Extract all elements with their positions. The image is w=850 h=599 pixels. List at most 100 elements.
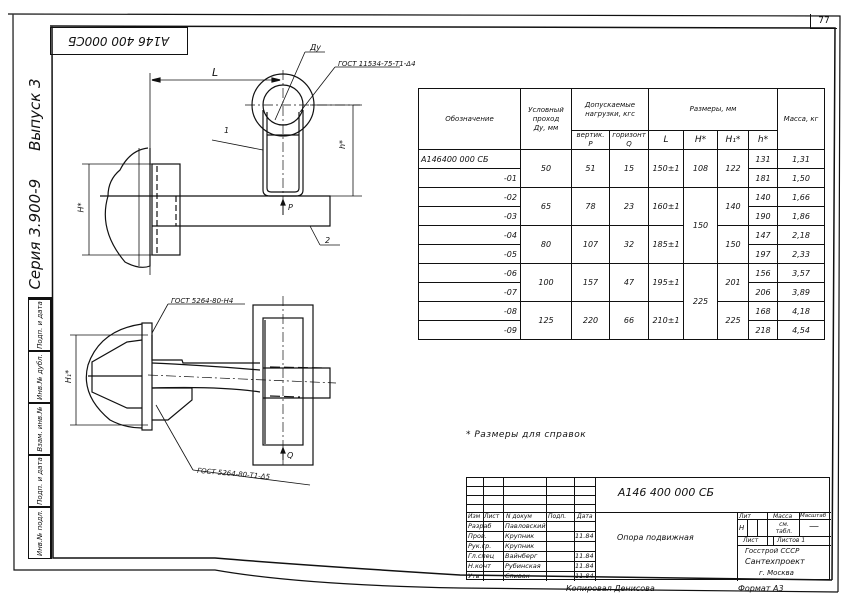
- side-strip: Инв.№ подл. Подп. и дата Взам. инв.№ Инв…: [28, 297, 52, 559]
- designation-cell: А146400 000 СБ: [418, 149, 521, 169]
- dim-H1-label: H₁*: [64, 369, 74, 384]
- vert-load-cell: 107: [571, 225, 610, 264]
- header-vert: вертик.P: [571, 130, 610, 150]
- h-cell: 147: [748, 225, 778, 245]
- person-date: 11.84: [575, 532, 594, 540]
- H1-cell: 140: [717, 187, 749, 226]
- header-designation: Обозначение: [418, 88, 521, 150]
- lit-label: Лит: [739, 513, 751, 520]
- mass-cell: 4,18: [777, 301, 825, 321]
- stamp-code: А146 400 000СБ: [68, 34, 170, 48]
- mass-cell: 2,18: [777, 225, 825, 245]
- issue-text: Выпуск 3: [26, 78, 44, 151]
- dim-H-label: H*: [76, 202, 86, 213]
- org-line-2: Сантехпроект: [745, 557, 805, 566]
- col-header-change: Изм: [468, 513, 481, 520]
- sheets-label: Листов 1: [777, 537, 806, 544]
- H-cell: 225: [683, 263, 718, 340]
- mass-label: Масса: [773, 513, 793, 520]
- mass-cell: 4,54: [777, 320, 825, 340]
- mass-cell: 2,33: [777, 244, 825, 264]
- strip-label: Подп. и дата: [35, 301, 44, 349]
- strip-label: Инв.№ дубл.: [35, 354, 44, 400]
- L-cell: 185±1: [648, 225, 684, 264]
- page-number: 77: [810, 14, 837, 29]
- header-H: H*: [683, 130, 718, 150]
- header-vert-sym: P: [588, 140, 593, 148]
- designation-cell: -09: [418, 320, 521, 340]
- h-cell: 197: [748, 244, 778, 264]
- horiz-load-cell: 66: [609, 301, 649, 340]
- org-line-1: Госстрой СССР: [745, 547, 800, 555]
- designation-cell: -07: [418, 282, 521, 302]
- org-line-3: г. Москва: [759, 569, 794, 577]
- header-horiz-sym: Q: [626, 140, 632, 148]
- designation-cell: -03: [418, 206, 521, 226]
- h-cell: 168: [748, 301, 778, 321]
- designation-cell: -06: [418, 263, 521, 283]
- person-date: 11.84: [575, 562, 594, 570]
- col-header-sign: Подп.: [548, 513, 567, 520]
- header-bore-unit: Ду, мм: [533, 123, 559, 132]
- header-H1: H₁*: [717, 130, 749, 150]
- part-2-label: 2: [325, 236, 331, 245]
- sheet-label: Лист: [743, 537, 759, 544]
- designation-cell: -05: [418, 244, 521, 264]
- bore-cell: 125: [520, 301, 572, 340]
- header-bore-title: Условный проход: [528, 105, 564, 123]
- header-mass: Масса, кг: [777, 88, 825, 150]
- inverted-stamp: А146 400 000СБ: [50, 27, 188, 55]
- top-view: [82, 51, 400, 275]
- scale-value: —: [809, 521, 819, 532]
- H-cell: 108: [683, 149, 718, 188]
- weld-top-label: ГОСТ 11534-75-Т1-Δ4: [338, 60, 416, 68]
- horiz-load-cell: 32: [609, 225, 649, 264]
- bore-cell: 50: [520, 149, 572, 188]
- scale-label: Масштаб: [800, 513, 827, 519]
- person-name: Вайнберг: [505, 552, 538, 560]
- mass-cell: 1,86: [777, 206, 825, 226]
- person-role: Н.конт: [468, 562, 491, 570]
- person-name: Павловский: [505, 522, 546, 530]
- header-h: h*: [748, 130, 778, 150]
- horiz-load-cell: 23: [609, 187, 649, 226]
- outer-frame: [7, 13, 841, 593]
- strip-label: Взам. инв.№: [35, 406, 44, 452]
- mass-cell: 3,89: [777, 282, 825, 302]
- person-name: Рубинская: [505, 562, 541, 570]
- bore-cell: 65: [520, 187, 572, 226]
- h-cell: 140: [748, 187, 778, 207]
- person-date: 11.84: [575, 552, 594, 560]
- H1-cell: 201: [717, 263, 749, 302]
- dim-du-label: Ду: [310, 43, 321, 52]
- mass-value: см. табл.: [775, 521, 793, 535]
- h-cell: 181: [748, 168, 778, 188]
- horiz-load-cell: 47: [609, 263, 649, 302]
- part-1-label: 1: [224, 126, 230, 135]
- vert-load-cell: 157: [571, 263, 610, 302]
- vert-load-cell: 78: [571, 187, 610, 226]
- strip-label: Инв.№ подл.: [35, 509, 44, 557]
- h-cell: 156: [748, 263, 778, 283]
- bore-cell: 80: [520, 225, 572, 264]
- dim-h-label: h*: [338, 139, 348, 150]
- mass-cell: 1,66: [777, 187, 825, 207]
- vert-load-cell: 220: [571, 301, 610, 340]
- dim-L-label: L: [212, 66, 219, 79]
- person-name: Спивак: [505, 572, 530, 580]
- person-role: Разраб: [468, 522, 492, 530]
- mass-cell: 1,50: [777, 168, 825, 188]
- H-cell: 150: [683, 187, 718, 264]
- L-cell: 150±1: [648, 149, 684, 188]
- sheet-format: Формат А3: [738, 584, 784, 593]
